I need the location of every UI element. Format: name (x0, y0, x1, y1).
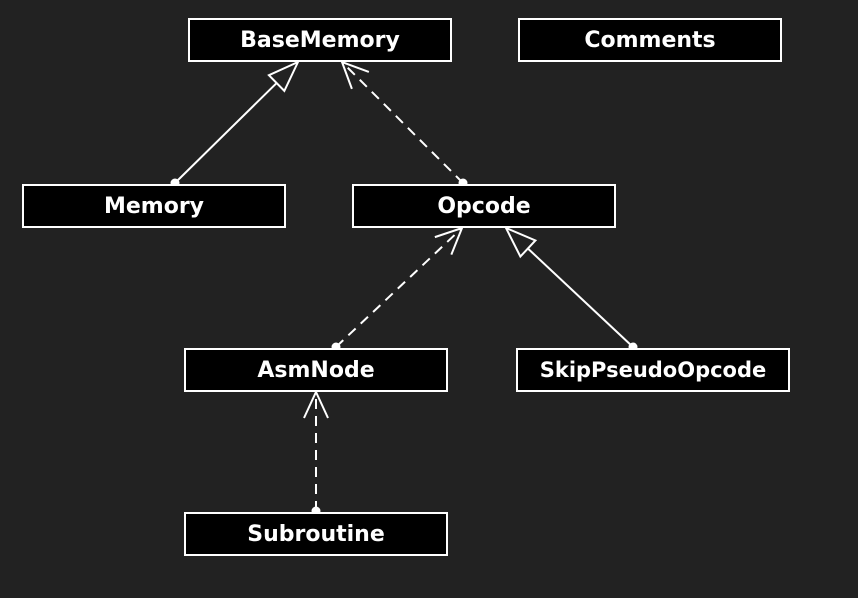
node-asmnode[interactable]: AsmNode (184, 348, 448, 392)
dependency-arrowhead (303, 389, 329, 419)
edge-skippseudoopcode-to-opcode (503, 226, 638, 352)
node-opcode[interactable]: Opcode (352, 184, 616, 228)
node-label: AsmNode (257, 357, 375, 383)
edge-line (527, 247, 634, 348)
edge-subroutine-to-asmnode (303, 389, 329, 516)
node-memory[interactable]: Memory (22, 184, 286, 228)
edge-line (335, 227, 463, 348)
node-label: SkipPseudoOpcode (539, 358, 767, 382)
inheritance-arrowhead (267, 59, 301, 93)
edge-line (174, 82, 278, 184)
dependency-arrowhead (340, 60, 370, 90)
node-basememory[interactable]: BaseMemory (188, 18, 452, 62)
node-label: BaseMemory (240, 27, 400, 53)
edge-line (341, 61, 464, 184)
node-label: Memory (103, 193, 205, 219)
edge-asmnode-to-opcode (331, 226, 464, 352)
dependency-arrowhead (434, 226, 464, 255)
node-label: Comments (584, 27, 716, 53)
node-label: Opcode (437, 193, 531, 219)
inheritance-arrowhead (503, 226, 538, 259)
edge-opcode-to-basememory (340, 60, 468, 188)
node-comments[interactable]: Comments (518, 18, 782, 62)
node-label: Subroutine (247, 521, 385, 547)
edge-memory-to-basememory (170, 59, 301, 188)
node-skippseudoopcode[interactable]: SkipPseudoOpcode (516, 348, 790, 392)
node-subroutine[interactable]: Subroutine (184, 512, 448, 556)
